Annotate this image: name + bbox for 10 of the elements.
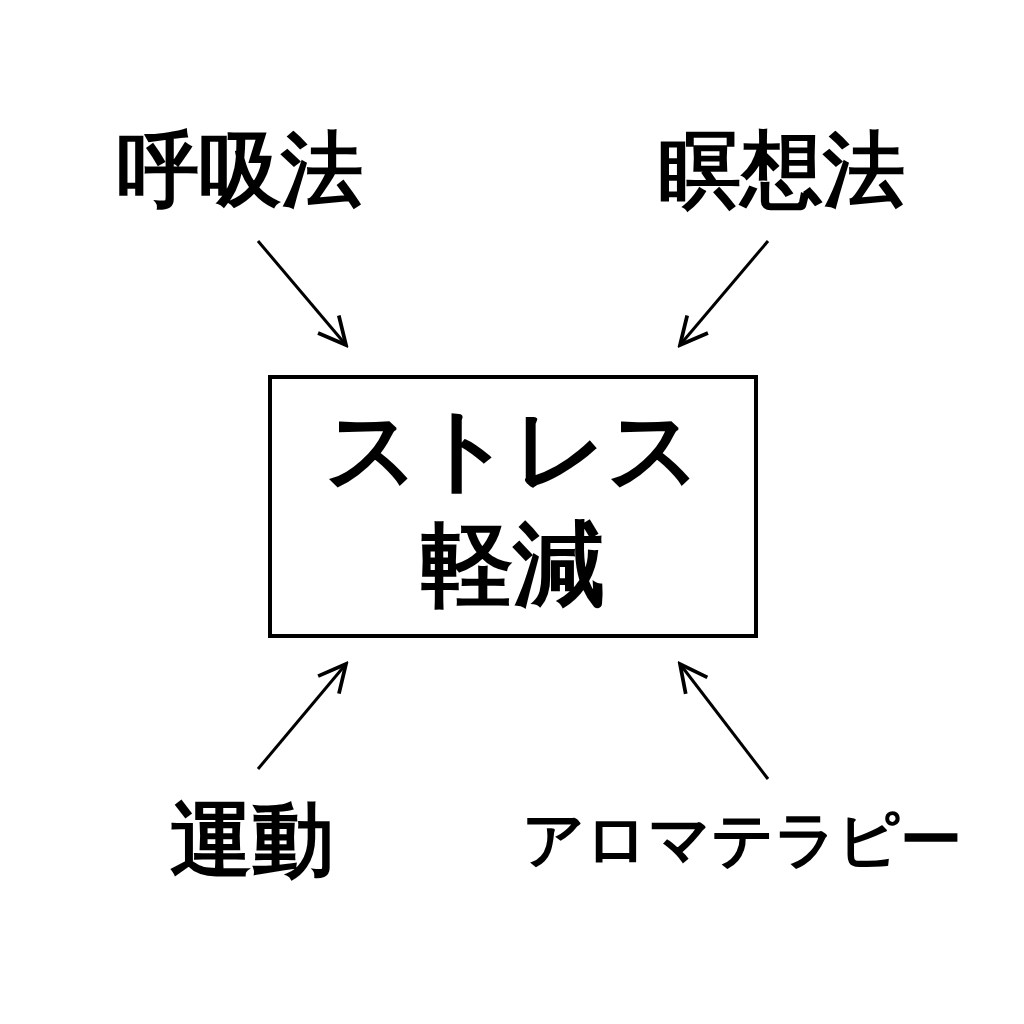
method-label: アロマテラピー [522, 809, 962, 871]
method-label: 瞑想法 [659, 129, 905, 211]
arrow [256, 662, 348, 770]
arrow [256, 240, 348, 347]
box-title: ストレス軽減 [324, 394, 702, 620]
method-label: 運動 [170, 799, 334, 881]
process-box [268, 375, 758, 638]
method-label: 呼吸法 [117, 129, 363, 211]
arrow [678, 240, 770, 347]
arrow [678, 662, 770, 780]
